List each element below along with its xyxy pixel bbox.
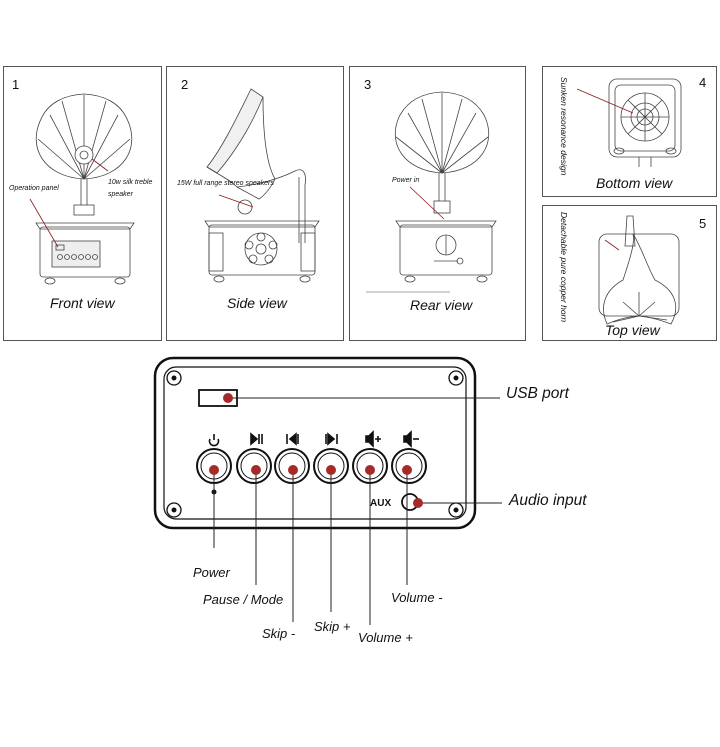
panel-number: 2	[181, 77, 189, 92]
skip-back-icon	[286, 432, 299, 446]
volume-down-icon	[403, 430, 419, 448]
panel-front-view: 1 Operation panel 10w silk treble speake…	[3, 66, 162, 341]
panel-top-view: 5 Detachable pure copper horn Top view	[542, 205, 717, 341]
label-usb-port: USB port	[506, 385, 569, 402]
label-pause-mode: Pause / Mode	[203, 592, 284, 607]
leader-lines	[213, 397, 502, 625]
panel-number: 3	[364, 77, 372, 92]
label-skip-minus: Skip -	[262, 626, 296, 641]
callout-power-in: Power in	[392, 177, 420, 184]
view-label-bottom: Bottom view	[596, 175, 673, 191]
panel-number: 4	[699, 75, 707, 90]
gramophone-side-drawing	[204, 88, 320, 283]
view-label-side: Side view	[227, 295, 287, 311]
label-power: Power	[193, 565, 230, 580]
label-volume-plus: Volume +	[358, 630, 413, 645]
label-volume-minus: Volume -	[391, 590, 443, 605]
callout-stereo-speakers: 15W full range stereo speakers	[177, 180, 274, 187]
callout-markers	[209, 393, 423, 508]
panel-side-view: 2 15W full range stereo speakers Side vi…	[166, 66, 344, 341]
button-icons	[208, 430, 419, 448]
skip-forward-icon	[325, 432, 338, 446]
view-label-rear: Rear view	[410, 297, 473, 313]
play-pause-icon	[250, 432, 263, 446]
gramophone-bottom-drawing	[576, 78, 682, 167]
label-audio-input: Audio input	[509, 492, 587, 509]
volume-plus-button	[352, 448, 388, 484]
panel-number: 1	[12, 77, 20, 92]
label-skip-plus: Skip +	[314, 619, 351, 634]
callout-treble-speaker: 10w silk treble	[108, 179, 153, 186]
gramophone-front-drawing	[29, 93, 135, 285]
callout-treble-speaker-2: speaker	[108, 191, 133, 198]
panel-number: 5	[699, 216, 707, 231]
view-label-front: Front view	[50, 295, 115, 311]
view-label-top: Top view	[605, 322, 660, 338]
panel-rear-view: 3 Power in Rear view	[349, 66, 526, 341]
power-icon	[208, 434, 220, 447]
gramophone-rear-drawing	[366, 91, 497, 293]
gramophone-top-drawing	[598, 215, 680, 325]
callout-operation-panel: Operation panel	[9, 185, 59, 192]
panel-bottom-view: 4 Sunken resonance design Bottom view	[542, 66, 717, 197]
volume-up-icon	[365, 430, 381, 448]
aux-label: AUX	[370, 498, 391, 509]
